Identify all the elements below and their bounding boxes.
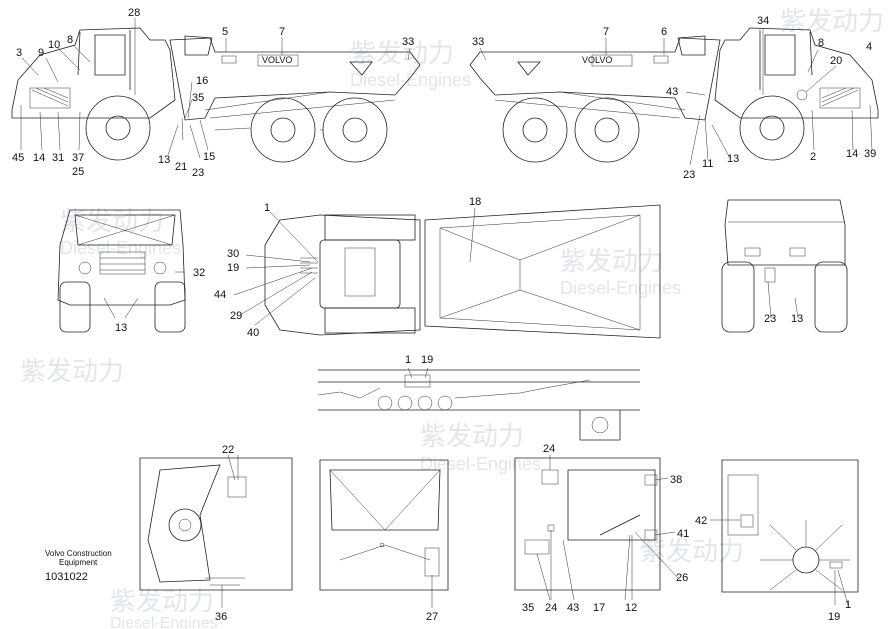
- watermark-layer: 紫发动力 Diesel-Engines 紫发动力 紫发动力 Diesel-Eng…: [20, 6, 884, 629]
- label-7-left: 7: [279, 26, 285, 38]
- label-38: 38: [670, 474, 682, 486]
- cab-front-exterior: [319, 459, 449, 591]
- label-8-right: 8: [818, 37, 824, 49]
- caption-line-2: Equipment: [59, 558, 98, 567]
- label-14-left: 14: [33, 152, 45, 164]
- watermark-cn-8: 紫发动力: [640, 536, 744, 566]
- watermark-cn-6: 紫发动力: [420, 421, 524, 451]
- volvo-body-text-right: VOLVO: [582, 55, 612, 65]
- cab-interior-left: [139, 457, 293, 591]
- label-16: 16: [196, 75, 208, 87]
- watermark-cn-1: 紫发动力: [350, 38, 454, 68]
- leader-lines: [20, 18, 873, 608]
- label-39: 39: [864, 148, 876, 160]
- label-7-right: 7: [603, 26, 609, 38]
- label-13-rear: 13: [791, 313, 803, 325]
- label-5: 5: [222, 26, 228, 38]
- watermark-en-1: Diesel-Engines: [350, 70, 471, 90]
- chassis-detail: [317, 369, 640, 441]
- label-40: 40: [247, 327, 259, 339]
- label-22: 22: [222, 444, 234, 456]
- label-1-cab-rear: 1: [845, 599, 851, 611]
- label-13-left: 13: [158, 154, 170, 166]
- label-17: 17: [593, 602, 605, 614]
- label-18: 18: [469, 196, 481, 208]
- caption-block: Volvo Construction Equipment 1031022: [45, 549, 112, 583]
- label-4: 4: [866, 41, 872, 53]
- label-35-top: 35: [192, 92, 204, 104]
- label-33-left: 33: [402, 36, 414, 48]
- label-21: 21: [175, 161, 187, 173]
- label-11: 11: [702, 158, 713, 170]
- label-19-cab-rear: 19: [828, 611, 840, 623]
- label-34: 34: [757, 15, 769, 27]
- label-42: 42: [695, 515, 707, 527]
- label-15: 15: [203, 151, 215, 163]
- label-41: 41: [677, 528, 689, 540]
- label-25: 25: [72, 166, 84, 178]
- label-9: 9: [38, 47, 44, 59]
- truck-right-side-view: [469, 27, 879, 163]
- label-24-bottom: 24: [545, 602, 557, 614]
- label-29: 29: [230, 310, 242, 322]
- watermark-en-7: Diesel-Engines: [110, 615, 218, 629]
- part-number: 1031022: [45, 571, 88, 583]
- label-43-top: 43: [666, 86, 678, 98]
- label-24-top: 24: [543, 443, 555, 455]
- watermark-cn-7: 紫发动力: [110, 586, 214, 616]
- label-28: 28: [128, 7, 140, 19]
- watermark-cn-2: 紫发动力: [780, 6, 884, 36]
- label-1-top-view: 1: [264, 202, 270, 214]
- label-14-right: 14: [846, 148, 858, 160]
- label-10: 10: [48, 39, 60, 51]
- watermark-cn-5: 紫发动力: [20, 356, 124, 386]
- label-13-front: 13: [115, 322, 127, 334]
- volvo-body-text: VOLVO: [262, 55, 292, 65]
- watermark-en-6: Diesel-Engines: [420, 454, 541, 474]
- label-3: 3: [16, 47, 22, 59]
- truck-rear-view: [721, 199, 848, 333]
- watermark-en-3: Diesel-Engines: [60, 238, 181, 258]
- watermark-cn-4: 紫发动力: [560, 246, 664, 276]
- label-32: 32: [193, 267, 205, 279]
- cab-rear-view: [721, 459, 859, 593]
- caption-line-1: Volvo Construction: [45, 549, 112, 558]
- label-33-right: 33: [472, 36, 484, 48]
- truck-left-side-view: VOLVO: [11, 27, 421, 163]
- label-23-rear: 23: [764, 313, 776, 325]
- label-36: 36: [215, 611, 227, 623]
- label-23-left: 23: [192, 167, 204, 179]
- label-8-left: 8: [67, 34, 73, 46]
- label-19-chassis: 19: [421, 354, 433, 366]
- label-19-top-view: 19: [227, 262, 239, 274]
- label-6: 6: [661, 26, 667, 38]
- truck-front-view: [57, 209, 186, 333]
- label-20: 20: [830, 55, 842, 67]
- label-44: 44: [214, 289, 226, 301]
- cab-side-interior: [514, 457, 661, 591]
- label-37: 37: [72, 152, 84, 164]
- label-1-chassis: 1: [405, 354, 411, 366]
- label-13-right: 13: [727, 153, 739, 165]
- label-35-bottom: 35: [522, 602, 534, 614]
- label-12: 12: [625, 602, 637, 614]
- watermark-cn-3: 紫发动力: [60, 206, 164, 236]
- label-45: 45: [12, 152, 24, 164]
- callout-labels: 3 9 10 8 28 5 7 33 16 35 45 14 31 37 25 …: [12, 7, 876, 623]
- label-2: 2: [810, 151, 816, 163]
- label-26: 26: [676, 572, 688, 584]
- watermark-en-4: Diesel-Engines: [560, 278, 681, 298]
- label-30: 30: [227, 248, 239, 260]
- label-43-bottom: 43: [567, 602, 579, 614]
- label-27: 27: [426, 611, 438, 623]
- label-31: 31: [52, 152, 64, 164]
- label-23-right: 23: [683, 169, 695, 181]
